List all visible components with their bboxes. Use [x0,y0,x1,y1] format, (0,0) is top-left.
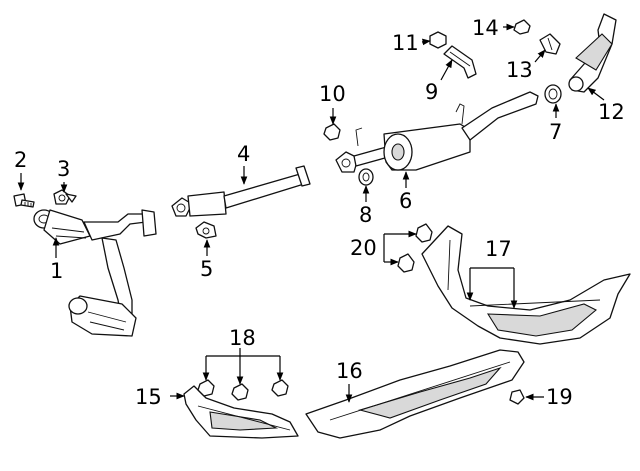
callout-8: 8 [359,203,372,227]
callout-17: 17 [485,237,512,261]
callout-16: 16 [336,359,363,383]
part-1-y-pipe-catalytic-converter[interactable] [33,209,157,337]
callout-6: 6 [399,189,412,213]
callout-11: 11 [392,31,419,55]
callout-3: 3 [57,157,70,181]
part-7-clamp[interactable] [544,84,562,104]
part-13-hanger[interactable] [539,33,561,55]
part-11-nut[interactable] [429,31,447,49]
callout-19: 19 [546,385,573,409]
callout-20: 20 [350,236,377,260]
callout-labels: 2 3 1 4 5 10 6 8 11 9 14 13 7 12 20 17 1… [14,16,625,409]
part-2-bolt[interactable] [13,193,35,208]
callout-1: 1 [50,259,63,283]
callout-13: 13 [506,58,533,82]
callout-7: 7 [549,120,562,144]
callout-5: 5 [200,257,213,281]
part-6-muffler[interactable] [335,91,539,173]
leader-lines [17,23,605,403]
callout-10: 10 [319,82,346,106]
part-4-intermediate-pipe[interactable] [171,165,311,217]
callout-4: 4 [237,142,250,166]
part-15-heat-shield[interactable] [183,385,299,439]
part-16-heat-shield[interactable] [305,349,525,439]
part-10-nut[interactable] [323,123,341,141]
callout-12: 12 [598,100,625,124]
callout-18: 18 [229,326,256,350]
part-3-gasket[interactable] [53,189,77,205]
part-8-nut[interactable] [358,168,374,186]
part-5-gasket[interactable] [195,221,217,239]
callout-9: 9 [425,80,438,104]
part-18-fasteners[interactable] [197,379,289,401]
part-17-heat-shield[interactable] [421,225,631,345]
part-19-bolt[interactable] [509,389,525,405]
callout-14: 14 [472,16,499,40]
callout-2: 2 [14,148,27,172]
part-12-tail-pipe[interactable] [568,13,617,93]
part-9-hanger-bracket[interactable] [443,45,477,79]
part-14-nut[interactable] [513,19,531,35]
callout-15: 15 [135,385,162,409]
